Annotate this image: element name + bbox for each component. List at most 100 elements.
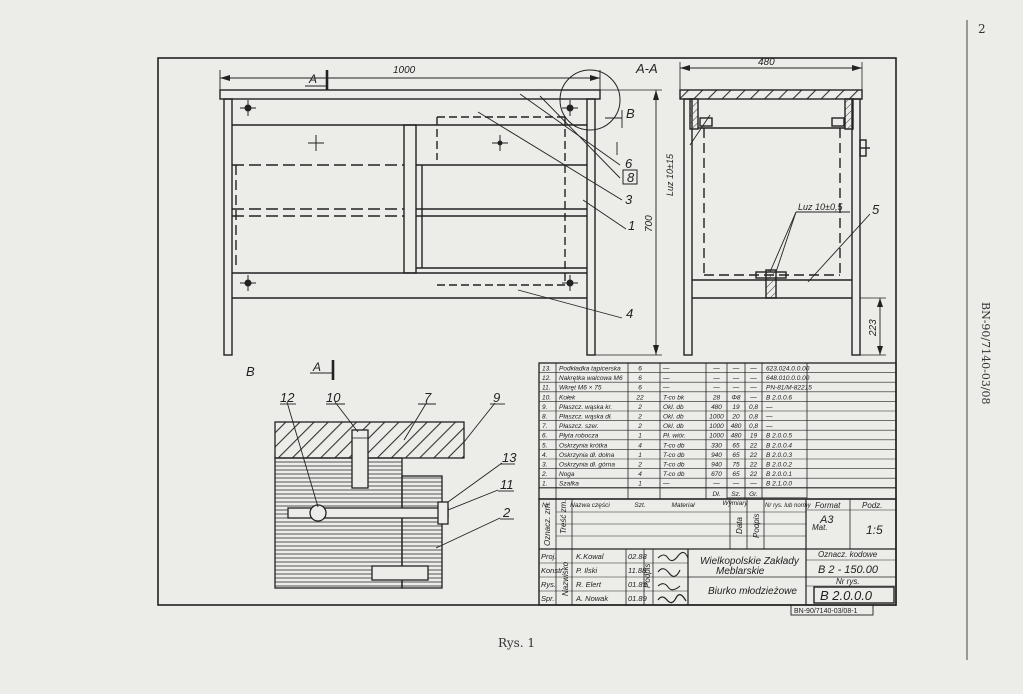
part-width: —: [732, 385, 740, 392]
detail-cut-mark: A: [312, 360, 321, 374]
part-norm: B 2.0.0.4: [766, 442, 792, 449]
part-material: Okl. db: [663, 404, 684, 411]
part-name: Płyta robocza: [559, 433, 599, 440]
scale-value: 1:5: [866, 523, 883, 537]
person-date: 01.89: [628, 580, 648, 589]
part-norm: PN-81/M-82215: [766, 385, 812, 392]
header-qty: Szt.: [634, 502, 645, 509]
part-qty: 2: [637, 423, 642, 430]
scale-sub: Mat.: [812, 523, 828, 532]
part-norm: —: [765, 423, 773, 430]
signatures-label: Podpis: [643, 564, 652, 588]
part-width: —: [732, 481, 740, 488]
change-label: Oznacz. zm.: [543, 502, 552, 546]
person-role: Spr.: [541, 594, 554, 603]
part-qty: 4: [638, 442, 642, 449]
part-width: 19: [732, 404, 740, 411]
callout-11: 11: [500, 477, 514, 492]
part-thickness: —: [749, 481, 757, 488]
part-thickness: 0,8: [749, 423, 758, 430]
part-qty: 6: [638, 366, 642, 373]
width-dimension: 1000: [393, 65, 416, 76]
part-qty: 2: [637, 462, 642, 469]
part-nr: 3.: [542, 462, 548, 469]
header-dim-t: Gr.: [749, 491, 758, 498]
part-thickness: 19: [750, 433, 758, 440]
header-dim-l: Dł.: [713, 491, 721, 498]
part-qty: 2: [637, 404, 642, 411]
part-width: 20: [731, 414, 740, 421]
part-norm: —: [765, 414, 773, 421]
callout-13: 13: [502, 450, 517, 465]
person-name: P. Ilski: [576, 566, 597, 575]
callout-3: 3: [625, 192, 633, 207]
drawing-no-label: Nr rys.: [836, 577, 860, 586]
part-thickness: 22: [749, 471, 758, 478]
part-width: —: [732, 375, 740, 382]
part-qty: 1: [638, 433, 642, 440]
front-view: [219, 69, 662, 356]
detail-b-mark: B: [626, 106, 635, 121]
part-length: 940: [711, 462, 722, 469]
person-date: 01.89: [628, 594, 648, 603]
part-nr: 10.: [542, 394, 551, 401]
part-qty: 6: [638, 375, 642, 382]
part-norm: —: [765, 404, 773, 411]
callout-12: 12: [280, 390, 295, 405]
part-length: —: [712, 385, 720, 392]
part-thickness: 22: [749, 442, 758, 449]
part-norm: B 2.0.0.6: [766, 394, 792, 401]
part-thickness: 0,8: [749, 404, 758, 411]
part-norm: 623.024.0.0.00: [766, 366, 810, 373]
part-name: Wkręt M6 × 75: [559, 385, 602, 392]
norm-reference: BN-90/7140-03/08-1: [794, 608, 858, 615]
company-line1: Wielkopolskie Zakłady: [700, 556, 800, 567]
part-norm: B 2.0.0.2: [766, 462, 792, 469]
part-material: T-co db: [663, 471, 685, 478]
sign-label: Podpis: [752, 514, 761, 538]
part-norm: B 2.0.0.1: [766, 471, 792, 478]
part-material: —: [662, 385, 670, 392]
person-role: Konstr.: [541, 566, 564, 575]
callout-4: 4: [626, 306, 633, 321]
part-thickness: —: [749, 394, 757, 401]
section-view: [679, 62, 886, 356]
part-length: —: [712, 366, 720, 373]
callout-8: 8: [627, 170, 635, 185]
part-material: T-co db: [663, 452, 685, 459]
page-number: 2: [978, 22, 986, 36]
part-nr: 9.: [542, 404, 548, 411]
part-nr: 11.: [542, 385, 551, 392]
part-qty: 22: [635, 394, 644, 401]
part-material: Pł. wiór.: [663, 433, 686, 440]
part-name: Oskrzynia dł. górna: [559, 462, 615, 469]
part-length: —: [712, 481, 720, 488]
person-name: R. Elert: [576, 580, 602, 589]
section-label: A-A: [635, 61, 658, 76]
part-name: Nakrętka walcowa M6: [559, 375, 623, 382]
part-thickness: 0,8: [749, 414, 758, 421]
cut-mark-a: A: [308, 72, 317, 86]
section-width-dimension: 480: [758, 57, 775, 68]
part-material: Okl. db: [663, 414, 684, 421]
part-width: 65: [732, 471, 740, 478]
part-name: Oskrzynia dł. dolna: [559, 452, 615, 459]
part-length: 1000: [709, 414, 724, 421]
figure-caption: Rys. 1: [498, 636, 536, 650]
callout-7: 7: [424, 390, 432, 405]
part-length: 330: [711, 442, 722, 449]
part-nr: 2.: [541, 471, 548, 478]
part-width: —: [732, 366, 740, 373]
person-name: K.Kowal: [576, 552, 604, 561]
part-width: Φ8: [731, 394, 740, 401]
part-length: 940: [711, 452, 722, 459]
person-role: Proj.: [541, 552, 556, 561]
person-date: 11.88: [628, 566, 647, 575]
header-nr: Nr: [542, 502, 550, 509]
part-nr: 5.: [542, 442, 548, 449]
person-role: Rys.: [541, 580, 556, 589]
part-material: T-co db: [663, 442, 685, 449]
detail-b-title: B: [246, 364, 255, 379]
